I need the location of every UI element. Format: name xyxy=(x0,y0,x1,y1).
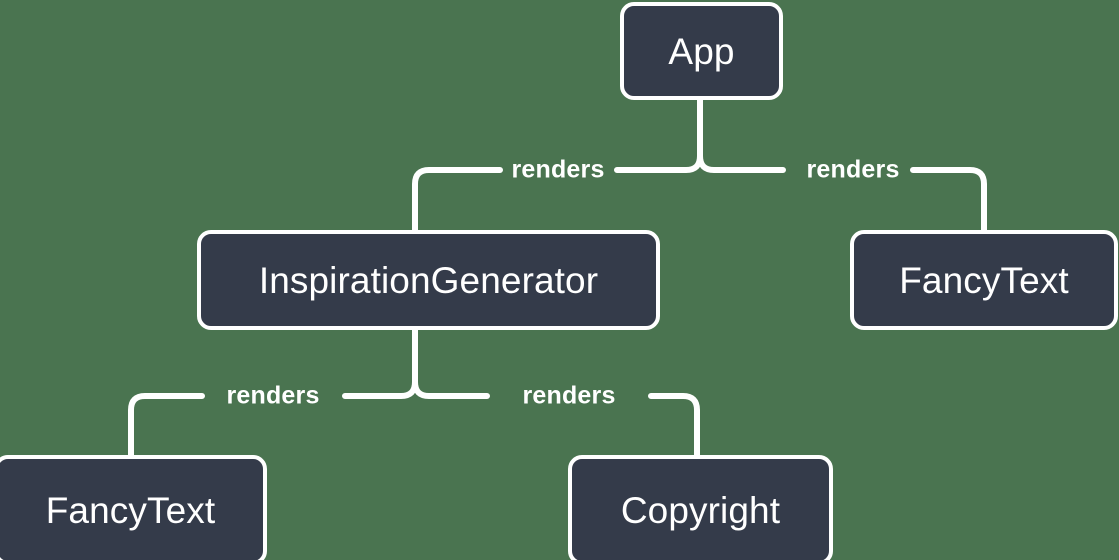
node-copyright-label: Copyright xyxy=(620,489,781,531)
node-inspirationgenerator[interactable]: InspirationGenerator xyxy=(197,230,660,330)
connector-app-split-right xyxy=(697,153,786,173)
node-app[interactable]: App xyxy=(620,2,783,100)
edge-label-app-to-fancytext: renders xyxy=(806,155,900,184)
edge-label-inspirationgenerator-to-fancytext: renders xyxy=(226,381,320,410)
connector-app-split-left xyxy=(614,153,703,173)
edge-label-app-to-inspirationgenerator: renders xyxy=(511,155,605,184)
connector-inspgen-to-fancytext xyxy=(128,393,205,458)
node-copyright[interactable]: Copyright xyxy=(568,455,833,560)
node-fancytext-right[interactable]: FancyText xyxy=(850,230,1118,330)
connector-inspgen-split-right xyxy=(412,379,490,399)
node-fancytext-left-label: FancyText xyxy=(45,489,216,531)
connector-inspgen-to-copyright xyxy=(648,393,700,458)
node-fancytext-right-label: FancyText xyxy=(899,259,1069,301)
connector-app-to-inspgen xyxy=(412,167,503,233)
node-inspirationgenerator-label: InspirationGenerator xyxy=(258,259,599,301)
node-app-label: App xyxy=(668,30,735,72)
node-fancytext-left[interactable]: FancyText xyxy=(0,455,267,560)
connector-app-to-fancytext xyxy=(910,167,987,233)
edge-label-inspirationgenerator-to-copyright: renders xyxy=(522,381,616,410)
connector-inspgen-split-left xyxy=(342,379,418,399)
